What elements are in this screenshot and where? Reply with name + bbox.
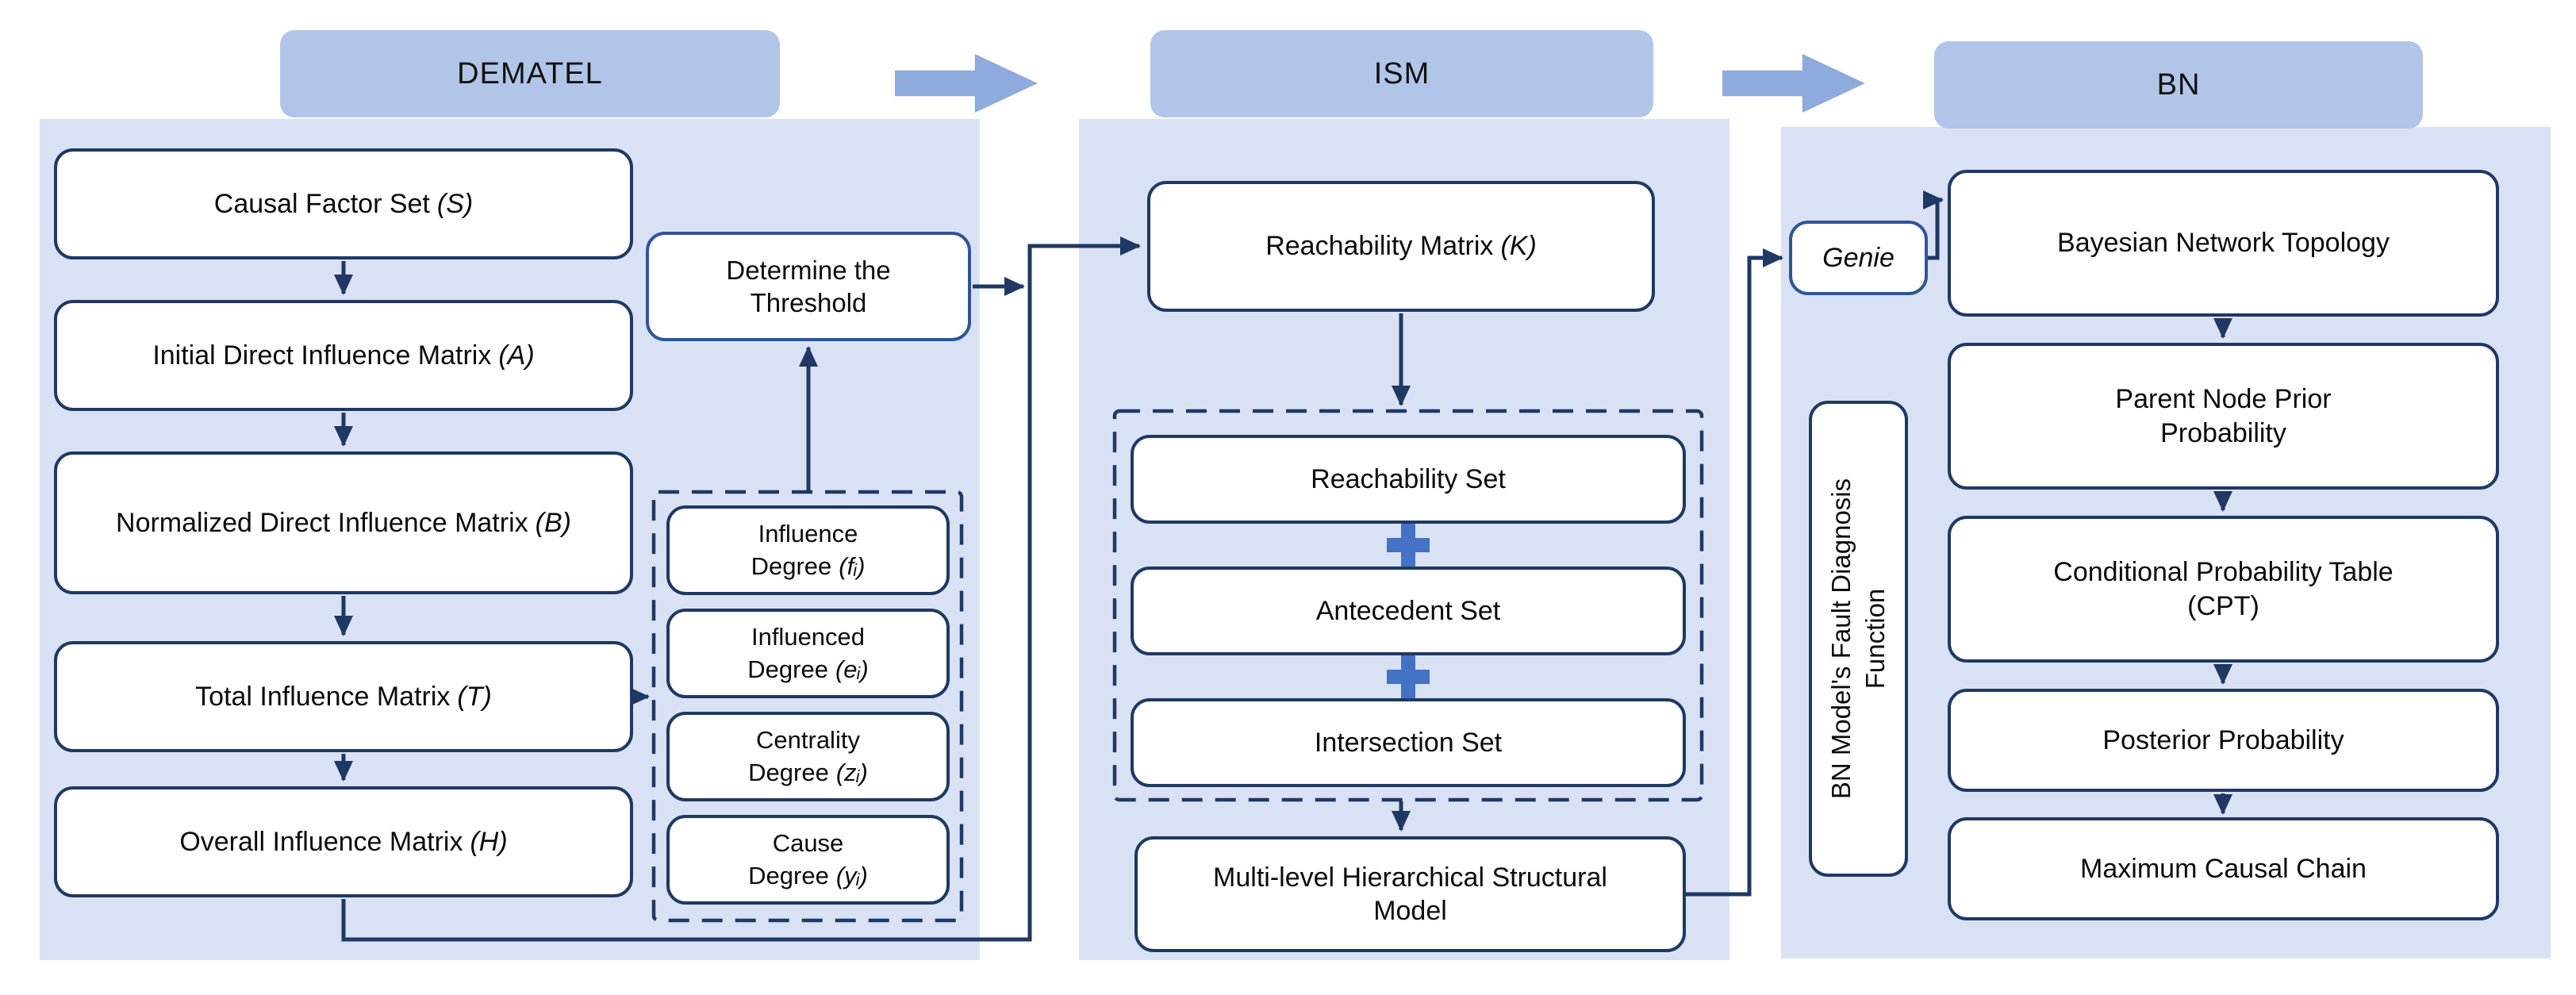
plus-icon-1 <box>1387 524 1430 567</box>
tab-ism-label: ISM <box>1373 56 1430 90</box>
box-posterior-probability: Posterior Probability <box>1948 689 2499 792</box>
box-normalized-matrix-symbol: (B) <box>535 507 571 538</box>
reachability-matrix-label: Reachability Matrix <box>1265 231 1494 262</box>
influenced-degree-line2: Degree <box>747 655 828 683</box>
box-cause-degree: Cause Degree(yᵢ) <box>666 815 950 905</box>
box-initial-direct-influence-matrix: Initial Direct Influence Matrix(A) <box>54 300 633 411</box>
centrality-degree-symbol: (zᵢ) <box>835 758 868 786</box>
box-conditional-probability-table: Conditional Probability Table (CPT) <box>1948 516 2499 663</box>
bn-fault-diagnosis-rotated-text: BN Model's Fault Diagnosis Function <box>1807 401 1910 877</box>
influence-degree-line2: Degree <box>751 551 832 580</box>
box-determine-threshold: Determine the Threshold <box>646 232 971 341</box>
influence-degree-symbol: (fᵢ) <box>839 551 866 580</box>
set-group-outline <box>1112 409 1704 802</box>
box-antecedent-set: Antecedent Set <box>1131 567 1686 655</box>
box-intersection-set: Intersection Set <box>1131 698 1686 787</box>
box-parent-node-prior-probability: Parent Node Prior Probability <box>1948 343 2499 490</box>
intersection-set-label: Intersection Set <box>1314 727 1503 758</box>
box-influence-degree: Influence Degree (fᵢ) <box>666 505 950 595</box>
tab-bn-label: BN <box>2156 67 2201 102</box>
box-normalized-matrix-label: Normalized Direct Influence Matrix <box>116 507 528 538</box>
multilevel-model-label: Multi-level Hierarchical Structural Mode… <box>1213 862 1607 927</box>
box-total-matrix-symbol: (T) <box>457 681 492 712</box>
tab-dematel: DEMATEL <box>280 30 780 117</box>
cause-degree-line2: Degree <box>748 861 829 889</box>
box-initial-matrix-label: Initial Direct Influence Matrix <box>152 340 492 371</box>
route-multilevel-to-genie <box>1686 248 1783 897</box>
genie-label: Genie <box>1822 242 1895 273</box>
centrality-degree-line2: Degree <box>748 758 829 786</box>
influenced-degree-line1: Influenced <box>751 623 866 651</box>
route-overall-to-reachability-matrix <box>341 236 1141 942</box>
reachability-matrix-symbol: (K) <box>1500 231 1537 262</box>
box-causal-factor-set-symbol: (S) <box>436 188 474 219</box>
box-maximum-causal-chain: Maximum Causal Chain <box>1948 817 2499 920</box>
box-reachability-matrix: Reachability Matrix(K) <box>1147 181 1655 312</box>
threshold-line2: Threshold <box>750 288 867 317</box>
route-genie-to-bn-topology <box>1923 190 1944 260</box>
cause-degree-line1: Cause <box>772 829 844 858</box>
degree-group-outline <box>651 490 964 923</box>
box-influenced-degree: Influenced Degree(eᵢ) <box>666 609 950 698</box>
box-causal-factor-set-label: Causal Factor Set <box>213 188 430 219</box>
box-multilevel-hierarchical-model: Multi-level Hierarchical Structural Mode… <box>1134 836 1686 952</box>
box-initial-matrix-symbol: (A) <box>498 340 535 371</box>
tab-dematel-label: DEMATEL <box>457 56 603 90</box>
influenced-degree-symbol: (eᵢ) <box>835 655 869 683</box>
box-bn-fault-diagnosis-function: BN Model's Fault Diagnosis Function <box>1809 401 1908 877</box>
box-centrality-degree: Centrality Degree(zᵢ) <box>666 712 950 801</box>
parent-prior-label: Parent Node Prior Probability <box>2115 384 2332 448</box>
box-causal-factor-set: Causal Factor Set(S) <box>54 148 633 259</box>
threshold-line1: Determine the <box>726 255 891 285</box>
antecedent-set-label: Antecedent Set <box>1315 595 1501 626</box>
box-total-influence-matrix: Total Influence Matrix(T) <box>54 641 633 752</box>
cause-degree-symbol: (yᵢ) <box>835 861 868 889</box>
box-reachability-set: Reachability Set <box>1131 435 1686 524</box>
box-overall-influence-matrix: Overall Influence Matrix(H) <box>54 786 633 897</box>
plus-icon-2 <box>1387 655 1430 698</box>
box-total-matrix-label: Total Influence Matrix <box>195 681 451 712</box>
box-overall-matrix-label: Overall Influence Matrix <box>179 826 463 857</box>
box-genie: Genie <box>1789 221 1928 295</box>
maximum-causal-chain-label: Maximum Causal Chain <box>2080 853 2367 884</box>
influence-degree-line1: Influence <box>758 520 858 548</box>
box-bayesian-network-topology: Bayesian Network Topology <box>1948 170 2499 317</box>
cpt-label: Conditional Probability Table (CPT) <box>2053 557 2394 621</box>
box-overall-matrix-symbol: (H) <box>470 826 508 857</box>
centrality-degree-line1: Centrality <box>756 726 860 755</box>
bn-topology-label: Bayesian Network Topology <box>2057 228 2390 259</box>
bn-fault-diagnosis-line1: BN Model's Fault Diagnosis <box>1825 478 1856 800</box>
box-normalized-direct-influence-matrix: Normalized Direct Influence Matrix(B) <box>54 451 633 594</box>
tab-bn: BN <box>1934 41 2423 129</box>
posterior-probability-label: Posterior Probability <box>2102 724 2344 755</box>
reachability-set-label: Reachability Set <box>1311 463 1506 494</box>
bn-fault-diagnosis-line2: Function <box>1860 588 1890 690</box>
tab-ism: ISM <box>1150 30 1653 117</box>
